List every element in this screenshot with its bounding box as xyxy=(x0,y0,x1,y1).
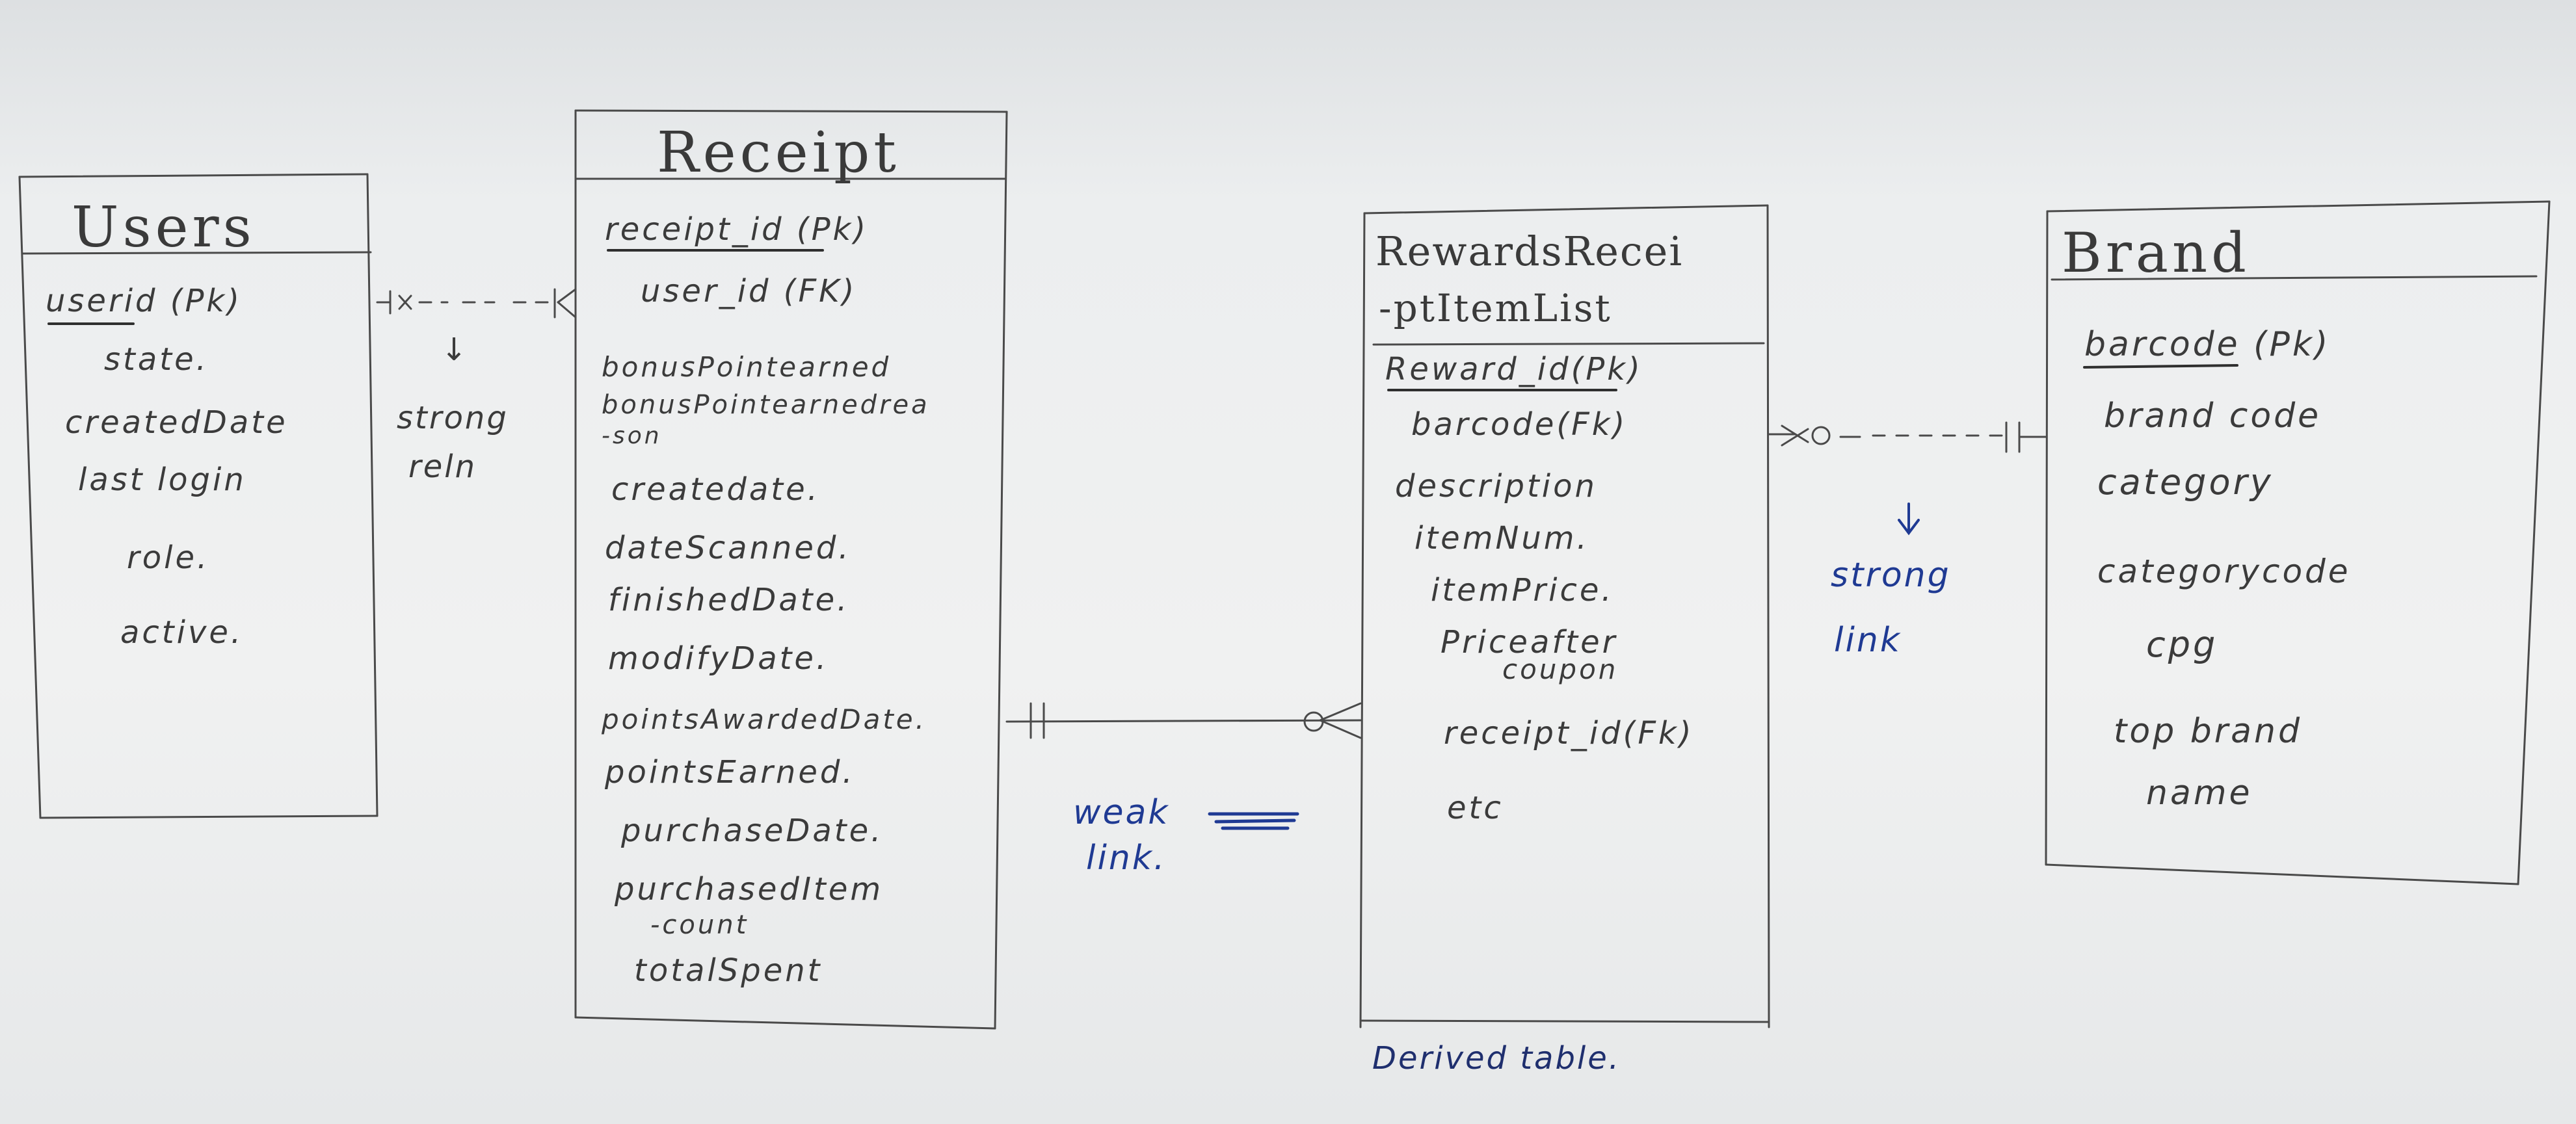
brand-attr: category xyxy=(2097,462,2274,503)
receipt-attr: modifyDate. xyxy=(608,640,829,677)
receipt-attr: pointsAwardedDate. xyxy=(602,703,927,735)
rewards-attr: itemPrice. xyxy=(1431,572,1614,608)
receipt-attr: user_id (FK) xyxy=(641,273,857,309)
receipt-rewards-connector xyxy=(1005,702,1362,739)
weak-link-scribble xyxy=(1208,812,1299,830)
receipt-attr: purchaseDate. xyxy=(621,813,884,849)
users-receipt-label-line2: reln xyxy=(408,449,477,485)
receipt-attr: totalSpent xyxy=(634,952,823,989)
rewards-attr: description xyxy=(1395,468,1597,504)
rewards-box-outline xyxy=(1359,204,1770,1028)
rewards-attr: itemNum. xyxy=(1414,520,1589,556)
users-attr-pk: userid (Pk) xyxy=(46,283,242,319)
users-attr: state. xyxy=(104,341,209,378)
rewards-attr: coupon xyxy=(1502,653,1619,685)
rewards-attr: etc xyxy=(1447,790,1504,826)
brand-attr: cpg xyxy=(2146,624,2218,665)
receipt-rewards-label-line1: weak xyxy=(1073,793,1170,832)
brand-attr-pk: barcode (Pk) xyxy=(2084,325,2331,364)
users-attr: role. xyxy=(127,540,210,576)
rewards-attr: barcode(Fk) xyxy=(1411,406,1628,443)
users-box-outline xyxy=(18,173,378,819)
users-receipt-label-line1: strong xyxy=(397,400,509,436)
users-receipt-connector xyxy=(376,288,577,319)
receipt-attr: createdate. xyxy=(611,471,820,508)
brand-attr: top brand xyxy=(2114,712,2302,751)
rewards-footnote: Derived table. xyxy=(1372,1040,1621,1077)
pen-arrow-strong-link xyxy=(1898,503,1920,536)
receipt-box-outline xyxy=(574,109,1008,1030)
rewards-brand-connector xyxy=(1768,421,2047,453)
receipt-attr: dateScanned. xyxy=(605,530,851,566)
brand-pk-underline xyxy=(2083,364,2238,369)
receipt-attr: finishedDate. xyxy=(608,582,850,618)
rewards-brand-label-line1: strong xyxy=(1831,556,1951,595)
users-receipt-arrow-icon: ↓ xyxy=(441,332,470,368)
users-attr: last login xyxy=(78,462,246,498)
receipt-rewards-label-line2: link. xyxy=(1086,839,1167,878)
receipt-attr: pointsEarned. xyxy=(605,754,855,791)
receipt-attr: bonusPointearnedrea xyxy=(602,390,930,420)
receipt-attr: -count xyxy=(650,910,749,940)
brand-attr: brand code xyxy=(2104,397,2322,436)
brand-attr: categorycode xyxy=(2097,553,2351,590)
receipt-attr: -son xyxy=(602,423,662,449)
receipt-attr: purchasedItem xyxy=(615,871,884,908)
users-attr: active. xyxy=(120,614,244,651)
users-attr: createdDate xyxy=(65,404,288,441)
rewards-title-line2: -ptItemList xyxy=(1379,286,1612,330)
rewards-attr: receipt_id(Fk) xyxy=(1444,715,1694,752)
receipt-title: Receipt xyxy=(657,120,900,185)
receipt-attr-pk: receipt_id (Pk) xyxy=(605,211,869,248)
brand-attr: name xyxy=(2146,774,2253,813)
brand-box-outline xyxy=(2045,200,2551,885)
rewards-title-line1: RewardsRecei xyxy=(1375,228,1684,275)
brand-title: Brand xyxy=(2062,221,2250,285)
receipt-attr: bonusPointearned xyxy=(602,351,892,383)
rewards-attr: Priceafter xyxy=(1441,624,1618,660)
rewards-brand-label-line2: link xyxy=(1834,621,1902,660)
users-title: Users xyxy=(72,195,256,260)
rewards-attr-pk: Reward_id(Pk) xyxy=(1385,351,1643,387)
